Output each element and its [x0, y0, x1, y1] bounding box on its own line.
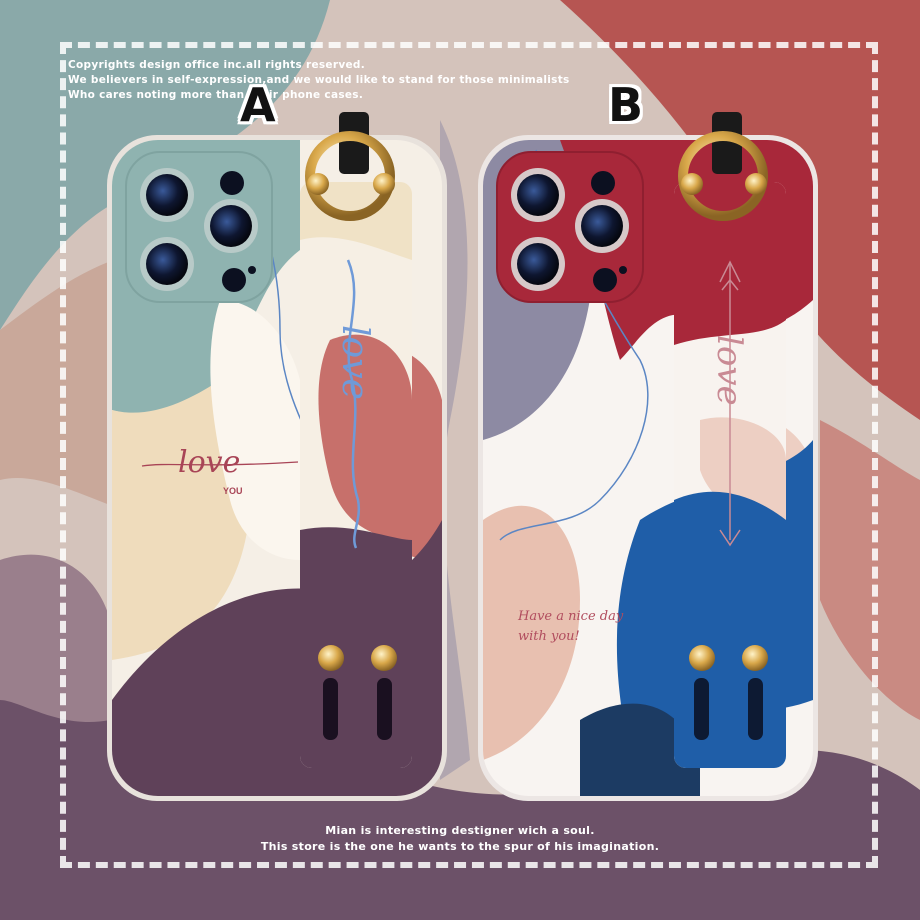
phone-case-a: love YOU love	[107, 112, 447, 801]
copyright-line-2: We believers in self-expression,and we w…	[68, 74, 570, 86]
rivet-a1	[318, 645, 344, 671]
dashed-frame	[60, 42, 878, 868]
wrist-strap-a: love	[300, 182, 412, 768]
copyright-line-1: Copyrights design office inc.all rights …	[68, 59, 365, 71]
wrist-strap-b: love	[674, 182, 786, 768]
variant-label-b: B	[608, 78, 644, 132]
strap-a-text: love	[334, 325, 375, 400]
rivet-a2	[371, 645, 397, 671]
footer-line-1: Mian is interesting destigner wich a sou…	[325, 824, 595, 837]
strap-b-text: love	[709, 335, 749, 406]
footer-line-2: This store is the one he wants to the sp…	[260, 840, 660, 853]
case-b-message-line1: Have a nice day	[517, 609, 624, 624]
copyright-line-3: Who cares noting more than their phone c…	[68, 89, 364, 101]
case-b-message-line2: with you!	[518, 629, 580, 644]
case-a-script-text: love	[178, 445, 240, 480]
footer-caption: Mian is interesting destigner wich a sou…	[0, 823, 920, 855]
variant-label-a: A	[240, 78, 276, 132]
phone-case-b: Have a nice day with you! love	[478, 112, 818, 801]
case-a-sub-text: YOU	[223, 486, 243, 496]
rivet-b1	[689, 645, 715, 671]
rivet-b2	[742, 645, 768, 671]
copyright-watermark: Copyrights design office inc.all rights …	[68, 58, 628, 103]
